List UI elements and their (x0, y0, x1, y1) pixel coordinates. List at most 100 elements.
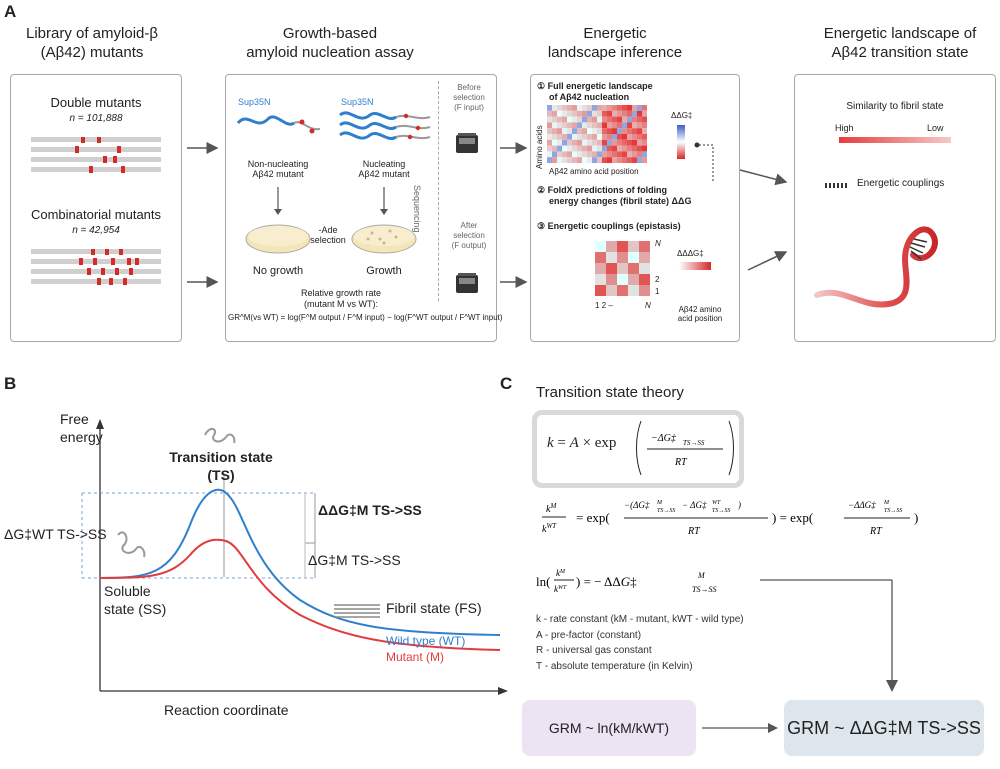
sequencing-label: Sequencing (412, 185, 422, 233)
arrows-col1-col2 (187, 142, 219, 288)
legend-list: k - rate constant (kM - mutant, kWT - wi… (536, 612, 744, 674)
heatmap-cell (622, 110, 627, 117)
heatmap-cell (617, 105, 622, 111)
heatmap-cell (612, 139, 617, 146)
heatmap-cell (547, 157, 552, 163)
mutant-legend: Mutant (M) (386, 650, 445, 664)
heatmap-cell (592, 157, 597, 163)
similarity-label: Similarity to fibril state (846, 101, 944, 112)
dg-m-label: ΔG‡M TS->SS (308, 552, 401, 568)
heatmap-cell (597, 122, 602, 129)
svg-text:kWT: kWT (542, 522, 557, 535)
heatmap-cell (577, 122, 582, 129)
heatmap-cell (607, 116, 612, 123)
heatmap-cell (597, 157, 602, 163)
heatmap-cell (637, 151, 642, 158)
heatmap-cell (577, 145, 582, 152)
heatmap-cell (547, 105, 552, 111)
legend-a: A - pre-factor (constant) (536, 629, 642, 641)
heatmap-cell (642, 116, 647, 123)
heatmap-cell (577, 157, 582, 163)
before-line2: selection (453, 93, 485, 102)
heatmap-cell (632, 151, 637, 158)
heatmap-cell (627, 116, 632, 123)
svg-text:M: M (656, 500, 663, 506)
svg-text:TS→SS: TS→SS (657, 508, 675, 514)
col4-title-line1: Energetic landscape of (823, 25, 977, 42)
heatmap-cell (602, 122, 607, 129)
relative-growth-rate-label: Relative growth rate (mutant M vs WT): (266, 288, 416, 310)
sequencer-icon-before (456, 133, 478, 153)
heatmap-cell (642, 122, 647, 129)
col2-title-line1: Growth-based (282, 25, 378, 42)
heatmap-cell (547, 110, 552, 117)
heatmap-cell (547, 134, 552, 140)
heatmap-cell (627, 128, 632, 134)
heatmap-cell (572, 122, 577, 129)
heatmap-cell (612, 105, 617, 111)
ddg-heatmap (547, 105, 647, 163)
no-growth-label: No growth (252, 265, 304, 277)
legend-t: T - absolute temperature (in Kelvin) (536, 660, 693, 672)
heatmap-cell (557, 145, 562, 152)
heatmap-cell (622, 116, 627, 123)
heatmap-cell (582, 151, 587, 158)
heatmap-cell (592, 139, 597, 146)
heatmap-cell (617, 128, 622, 134)
item2-line1: ② FoldX predictions of folding (537, 185, 668, 195)
before-line3: (F input) (454, 103, 484, 112)
ddg-color-scale (677, 125, 685, 159)
heatmap-cell (607, 110, 612, 117)
heatmap-cell (642, 134, 647, 140)
heatmap-cell (582, 122, 587, 129)
heatmap-cell (557, 139, 562, 146)
heatmap-cell (632, 122, 637, 129)
ln-equation: ln( kM kWT ) = − ΔΔG‡ M TS→SS (536, 568, 716, 594)
arrows-col2-col3 (500, 142, 528, 288)
heatmap-cell (617, 116, 622, 123)
couplings-label: Energetic couplings (857, 178, 945, 189)
heatmap-cell (607, 134, 612, 140)
epistasis-cell (606, 252, 617, 263)
heatmap-cell (627, 151, 632, 158)
epistasis-cell (628, 241, 639, 252)
non-nucleating-peptide (236, 115, 321, 134)
heatmap-cell (592, 116, 597, 123)
svg-text:ln(: ln( (536, 574, 550, 589)
heatmap-cell (567, 116, 572, 123)
heatmap-cell (602, 110, 607, 117)
transition-state-box: Similarity to fibril state High Low Ener… (794, 74, 996, 342)
ade-selection-label: -Ade selection (298, 225, 358, 245)
heatmap-cell (612, 116, 617, 123)
free-energy-line2: energy (60, 429, 103, 445)
epistasis-cell (617, 274, 628, 285)
svg-text:−(ΔG‡: −(ΔG‡ (624, 500, 650, 510)
heatmap-cell (562, 134, 567, 140)
heatmap-cell (557, 110, 562, 117)
col1-title-line1: Library of amyloid-β (25, 25, 158, 42)
item2-label: ② FoldX predictions of folding energy ch… (537, 185, 737, 207)
heatmap-cell (602, 116, 607, 123)
epistasis-cell (628, 274, 639, 285)
gr-ln-box: GRM ~ ln(kM/kWT) (522, 700, 696, 756)
heatmap-cell (597, 110, 602, 117)
heatmap-cell (587, 157, 592, 163)
reaction-coordinate-label: Reaction coordinate (164, 702, 289, 718)
panel-a-letter: A (4, 2, 17, 21)
heatmap-cell (612, 157, 617, 163)
heatmap-cell (602, 157, 607, 163)
after-line1: After (460, 221, 478, 230)
heatmap-cell (602, 139, 607, 146)
heatmap-cell (642, 105, 647, 111)
svg-text:WT: WT (712, 500, 721, 506)
heatmap-cell (552, 157, 557, 163)
nucleating-label: Nucleating Aβ42 mutant (334, 159, 434, 179)
heatmap-cell (632, 139, 637, 146)
heatmap-cell (602, 128, 607, 134)
heatmap-cell (552, 151, 557, 158)
heatmap-cell (557, 122, 562, 129)
heatmap-cell (562, 151, 567, 158)
epistasis-cell (595, 252, 606, 263)
heatmap-cell (637, 145, 642, 152)
heatmap-cell (552, 145, 557, 152)
